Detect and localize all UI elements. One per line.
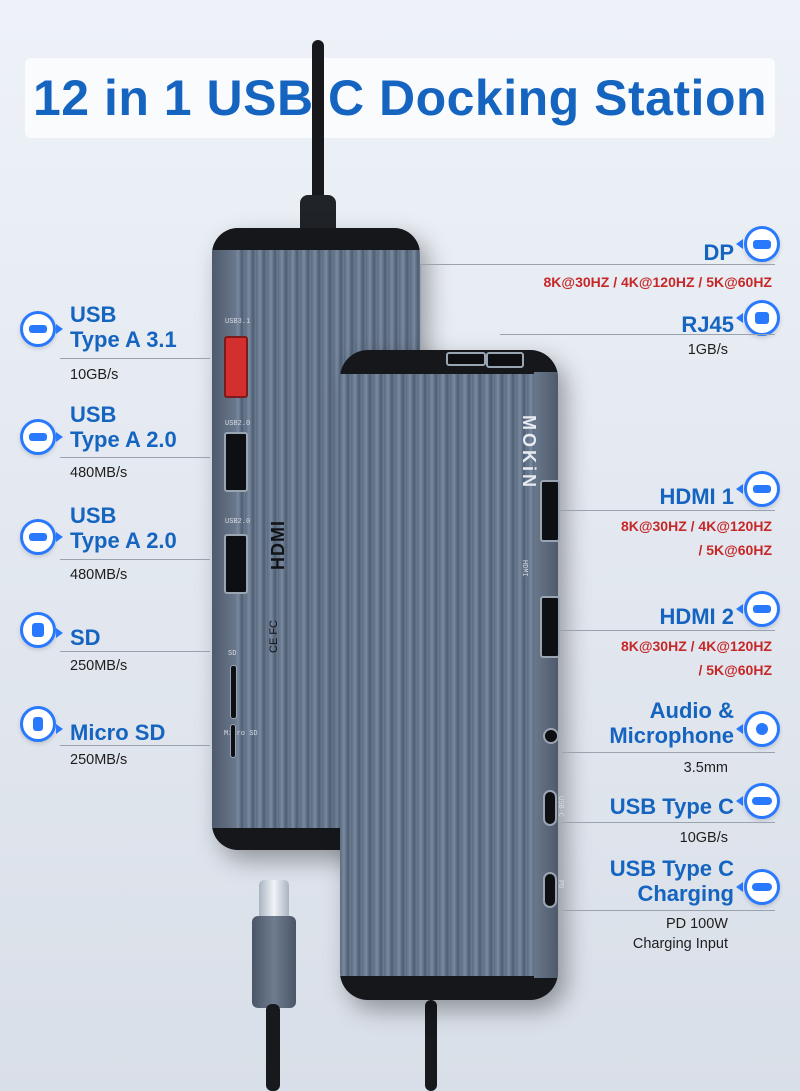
top-cable [312, 40, 324, 210]
page-title: 12 in 1 USB C Docking Station [32, 70, 768, 126]
usb-a-2-0-speed-1: 480MB/s [70, 465, 128, 481]
usb20-print-a: USB2.0 [225, 420, 251, 428]
dp-resolution: 8K@30HZ / 4K@120HZ / 5K@60HZ [543, 274, 772, 290]
plug-cable [266, 1004, 280, 1091]
hdmi-1-port[interactable] [540, 480, 560, 542]
arrow-left-icon [736, 882, 743, 892]
divider [60, 457, 210, 458]
arrow-left-icon [736, 313, 743, 323]
hdmi-2-title: HDMI 2 [659, 604, 734, 629]
audio-jack-icon [744, 711, 780, 747]
micro-sd-slot[interactable] [230, 724, 236, 758]
rj45-leader-line [500, 334, 775, 335]
usb-a-icon [20, 311, 56, 347]
displayport-port[interactable] [446, 352, 486, 366]
usbc-print: USB-C [556, 796, 564, 818]
audio-spec: 3.5mm [683, 760, 728, 776]
sd-print: SD [228, 650, 237, 658]
brand-logo: MOKiN [519, 415, 539, 490]
hdmi-1-title: HDMI 1 [659, 484, 734, 509]
hdmi-print-small: HDMI [520, 560, 528, 577]
arrow-right-icon [56, 432, 63, 442]
usb-c-plug-tip [259, 880, 289, 920]
sd-card-slot[interactable] [230, 665, 237, 719]
usb-a-2-0-port-2[interactable] [224, 534, 248, 594]
audio-leader-line [562, 752, 775, 753]
usb-a-icon [20, 419, 56, 455]
displayport-icon [744, 226, 780, 262]
sd-card-icon [20, 612, 56, 648]
usb-a-3-1-speed: 10GB/s [70, 367, 119, 383]
divider [60, 651, 210, 652]
arrow-right-icon [56, 628, 63, 638]
rj45-port[interactable] [486, 352, 524, 368]
arrow-left-icon [736, 484, 743, 494]
arrow-left-icon [736, 239, 743, 249]
arrow-left-icon [736, 604, 743, 614]
bottom-cable [425, 1000, 437, 1091]
microsd-print: Micro SD [224, 730, 258, 738]
rj45-title: RJ45 [681, 312, 734, 337]
hdmi-2-port[interactable] [540, 596, 560, 658]
dp-title: DP [703, 240, 734, 265]
sd-speed: 250MB/s [70, 658, 128, 674]
hdmi-logo-print: HDMI [268, 520, 288, 570]
hdmi-1-leader-line [560, 510, 775, 511]
usb-a-2-0-speed-2: 480MB/s [70, 567, 128, 583]
usb-a-3-1-title: USB Type A 3.1 [70, 302, 177, 352]
usb-a-icon [20, 519, 56, 555]
micro-sd-icon [20, 706, 56, 742]
arrow-right-icon [56, 532, 63, 542]
usb-c-leader-line [562, 822, 775, 823]
hdmi-2-resolution: 8K@30HZ / 4K@120HZ / 5K@60HZ [620, 638, 772, 678]
pd-print: PD [556, 880, 564, 889]
usb-c-title: USB Type C [609, 794, 734, 819]
micro-sd-speed: 250MB/s [70, 752, 128, 768]
arrow-right-icon [56, 724, 63, 734]
title-banner: 12 in 1 USB C Docking Station [25, 58, 775, 138]
usb-c-speed: 10GB/s [679, 830, 728, 846]
arrow-left-icon [736, 796, 743, 806]
sd-title: SD [70, 625, 101, 650]
usb-c-icon [744, 783, 780, 819]
usb-c-port[interactable] [543, 790, 557, 826]
usb20-print-b: USB2.0 [225, 518, 251, 526]
hdmi-icon [744, 591, 780, 627]
pd-spec: PD 100W Charging Input [632, 916, 728, 952]
dp-leader-line [420, 264, 775, 265]
usb-c-pd-port[interactable] [543, 872, 557, 908]
divider [60, 559, 210, 560]
certification-marks: CE FC [268, 620, 280, 653]
usb-a-2-0-port-1[interactable] [224, 432, 248, 492]
rj45-speed: 1GB/s [687, 342, 728, 358]
divider [60, 745, 210, 746]
usb-a-2-0-title-1: USB Type A 2.0 [70, 402, 177, 452]
micro-sd-title: Micro SD [70, 720, 166, 745]
pd-leader-line [562, 910, 775, 911]
audio-jack-port[interactable] [543, 728, 559, 744]
arrow-left-icon [736, 724, 743, 734]
hdmi-2-leader-line [560, 630, 775, 631]
hdmi-icon [744, 471, 780, 507]
usb-a-2-0-title-2: USB Type A 2.0 [70, 503, 177, 553]
ethernet-icon [744, 300, 780, 336]
usb-c-plug-body [252, 916, 296, 1008]
hdmi-1-resolution: 8K@30HZ / 4K@120HZ / 5K@60HZ [620, 518, 772, 558]
audio-title: Audio & Microphone [609, 698, 734, 748]
usb-c-charging-title: USB Type C Charging [609, 856, 734, 906]
usb-c-charging-icon [744, 869, 780, 905]
usb31-print: USB3.1 [225, 318, 251, 326]
dp-leader-vertical [420, 264, 421, 350]
arrow-right-icon [56, 324, 63, 334]
usb-a-3-1-port[interactable] [224, 336, 248, 398]
divider [60, 358, 210, 359]
